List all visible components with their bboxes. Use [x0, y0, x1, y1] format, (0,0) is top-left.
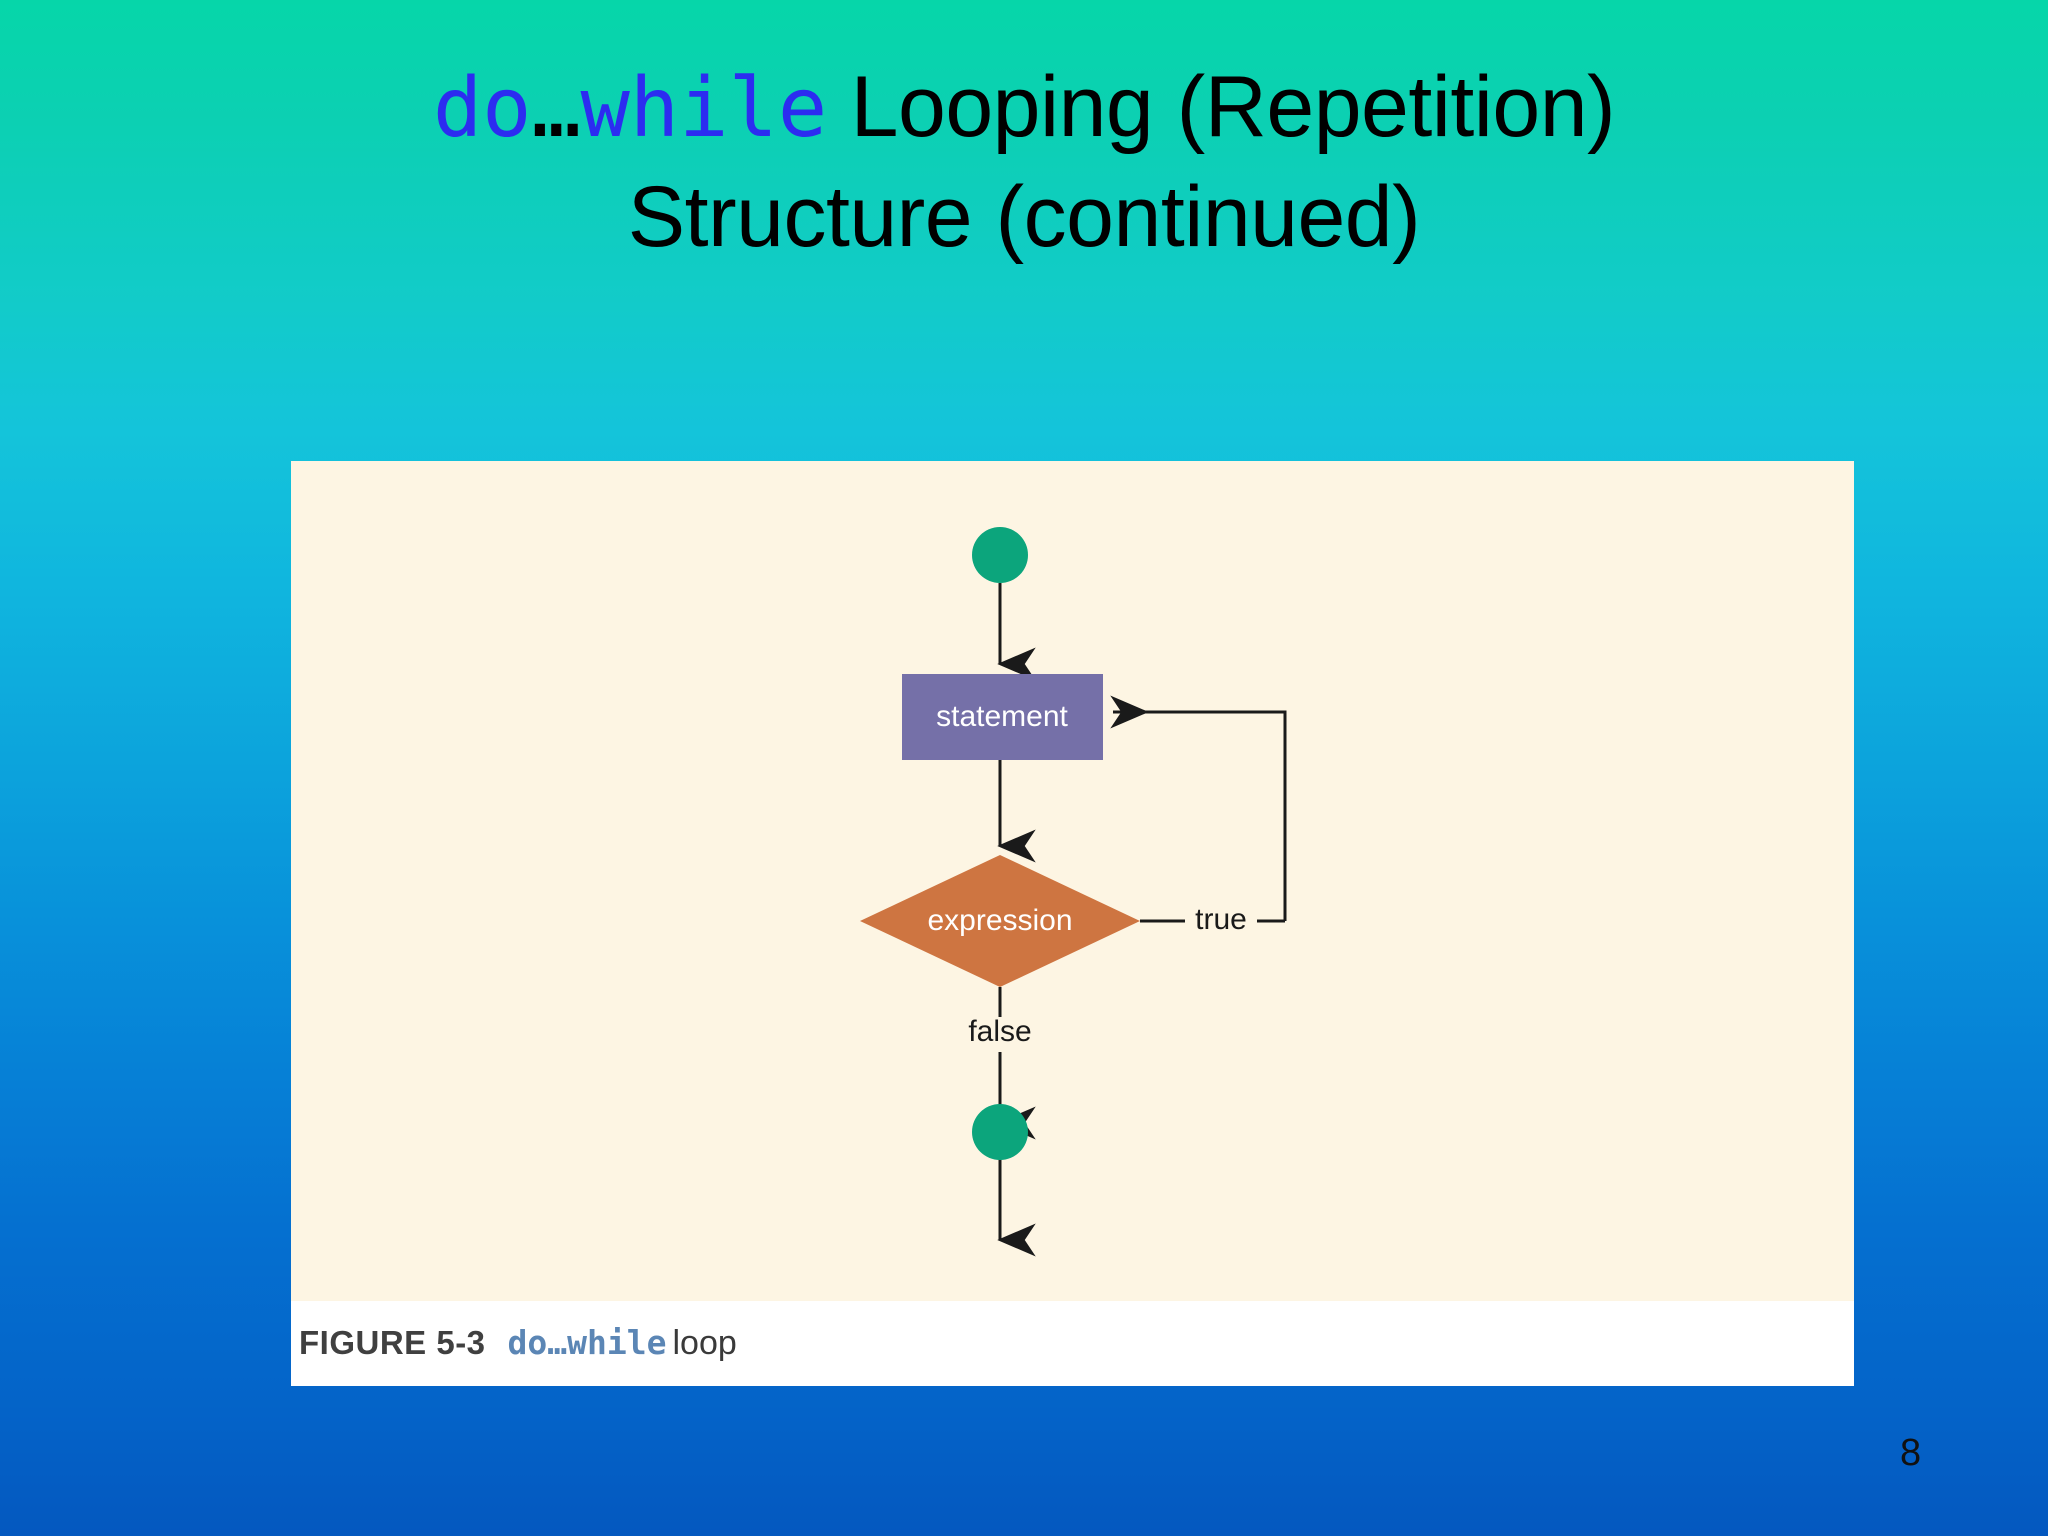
- edge-true-feedback-to-statement: [1110, 695, 1287, 921]
- figure-caption-code: do…while: [507, 1323, 667, 1362]
- node-start-terminator: [972, 527, 1028, 583]
- figure-caption-tail: loop: [672, 1324, 737, 1362]
- title-line-1: do…while Looping (Repetition): [120, 52, 1928, 162]
- edge-label-false: false: [968, 1015, 1031, 1048]
- keyword-ellipsis: …: [531, 61, 581, 156]
- title-line-2: Structure (continued): [627, 169, 1421, 266]
- node-statement-box: [902, 674, 1103, 760]
- figure-canvas: statement expression true false: [291, 461, 1854, 1301]
- node-expression-diamond: [860, 855, 1140, 987]
- page-number: 8: [1900, 1432, 1922, 1474]
- page-title: do…while Looping (Repetition) Structure …: [120, 52, 1928, 272]
- edge-label-true: true: [1195, 903, 1247, 936]
- figure-panel: statement expression true false FIGURE 5…: [291, 461, 1854, 1386]
- keyword-while: while: [580, 61, 828, 156]
- node-expression-label: expression: [927, 904, 1072, 937]
- figure-caption-number: FIGURE 5-3: [299, 1324, 486, 1361]
- keyword-do: do: [432, 61, 532, 156]
- title-line-1-rest: Looping (Repetition): [827, 59, 1616, 155]
- node-statement-label: statement: [936, 700, 1068, 733]
- flowchart-diagram: statement expression true false: [860, 527, 1287, 1257]
- node-end-terminator: [972, 1104, 1028, 1160]
